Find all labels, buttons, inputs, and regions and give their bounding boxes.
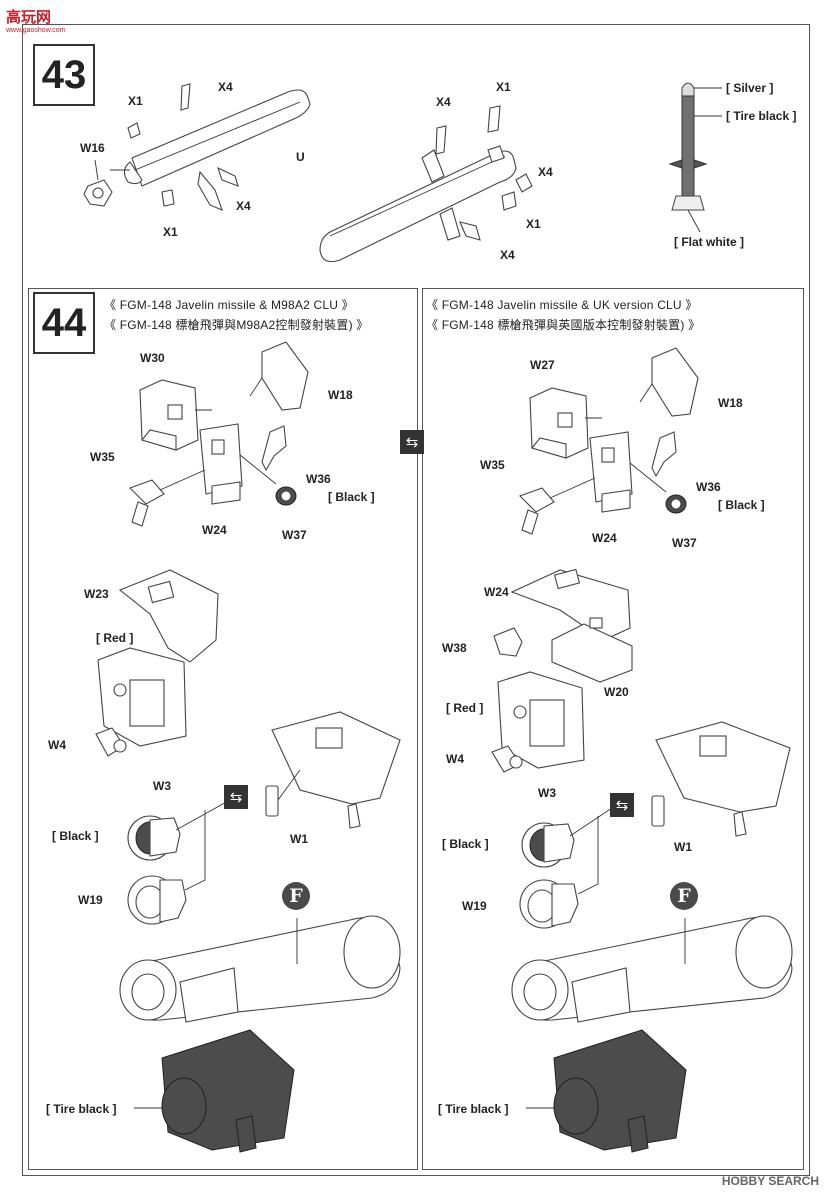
color-note-black: [ Black ]: [718, 498, 765, 512]
part-label-w4: W4: [48, 738, 66, 752]
part-label-w18: W18: [328, 388, 353, 402]
right-final-launcher: [511, 915, 793, 1153]
color-note-black: [ Black ]: [328, 490, 375, 504]
color-note-tire-black: [ Tire black ]: [726, 109, 797, 123]
part-label-x4: X4: [538, 165, 553, 179]
swap-arrows-icon: ⇆: [400, 430, 424, 454]
part-label-w24: W24: [592, 531, 617, 545]
site-logo: 高玩网 www.gaoshow.com: [6, 6, 66, 34]
missile-u-right-drawing: [319, 105, 533, 263]
assembly-marker-f: F: [670, 882, 698, 910]
part-label-w35: W35: [480, 458, 505, 472]
part-label-w36: W36: [696, 480, 721, 494]
swap-arrows-icon: ⇆: [224, 785, 248, 809]
part-label-x1: X1: [128, 94, 143, 108]
color-reference-missile: [668, 82, 722, 233]
left-title-zh: 《 FGM-148 標槍飛彈與M98A2控制發射裝置) 》: [104, 318, 369, 332]
watermark-hobby-search: HOBBY SEARCH: [721, 1174, 819, 1188]
part-label-w35: W35: [90, 450, 115, 464]
part-label-w30: W30: [140, 351, 165, 365]
step44-right-panel: [422, 288, 804, 1170]
part-label-x4: X4: [500, 248, 515, 262]
color-note-tire-black: [ Tire black ]: [46, 1102, 117, 1116]
site-logo-url: www.gaoshow.com: [6, 27, 66, 34]
part-label-w19: W19: [462, 899, 487, 913]
part-label-w38: W38: [442, 641, 467, 655]
part-label-w27: W27: [530, 358, 555, 372]
part-label-w18: W18: [718, 396, 743, 410]
color-note-black: [ Black ]: [52, 829, 99, 843]
left-final-launcher: [119, 915, 401, 1153]
part-label-w3: W3: [538, 786, 556, 800]
part-label-w1: W1: [290, 832, 308, 846]
part-label-x1: X1: [526, 217, 541, 231]
right-clu-upper-parts: [519, 347, 699, 535]
page-frame: [22, 24, 810, 1176]
part-label-w23: W23: [84, 587, 109, 601]
color-note-black: [ Black ]: [442, 837, 489, 851]
color-note-red: [ Red ]: [96, 631, 134, 645]
part-label-w1: W1: [674, 840, 692, 854]
part-label-w36: W36: [306, 472, 331, 486]
site-logo-text: 高玩网: [6, 9, 52, 26]
part-label-w37: W37: [282, 528, 307, 542]
part-label-w37: W37: [672, 536, 697, 550]
color-note-flat-white: [ Flat white ]: [674, 235, 744, 249]
left-clu-middle-parts: [95, 569, 401, 925]
left-title-en: 《 FGM-148 Javelin missile & M98A2 CLU 》: [104, 298, 354, 312]
missile-u-left-drawing: [83, 83, 311, 211]
step-44-number: 44: [33, 292, 95, 354]
part-label-x1: X1: [163, 225, 178, 239]
part-label-u: U: [296, 150, 305, 164]
step44-left-panel: [28, 288, 418, 1170]
right-clu-middle-parts: [491, 568, 791, 929]
step-43-number: 43: [33, 44, 95, 106]
swap-arrows-icon: ⇆: [610, 793, 634, 817]
part-label-x1: X1: [496, 80, 511, 94]
part-label-w16: W16: [80, 141, 105, 155]
color-note-red: [ Red ]: [446, 701, 484, 715]
part-label-w24: W24: [202, 523, 227, 537]
right-title-en: 《 FGM-148 Javelin missile & UK version C…: [426, 298, 698, 312]
color-note-tire-black: [ Tire black ]: [438, 1102, 509, 1116]
part-label-x4: X4: [436, 95, 451, 109]
assembly-marker-f: F: [282, 882, 310, 910]
part-label-w4: W4: [446, 752, 464, 766]
part-label-w24: W24: [484, 585, 509, 599]
part-label-x4: X4: [236, 199, 251, 213]
part-label-x4: X4: [218, 80, 233, 94]
right-title-zh: 《 FGM-148 標槍飛彈與英國版本控制發射裝置) 》: [426, 318, 701, 332]
part-label-w3: W3: [153, 779, 171, 793]
part-label-w19: W19: [78, 893, 103, 907]
left-clu-upper-parts: [129, 341, 309, 527]
part-label-w20: W20: [604, 685, 629, 699]
color-note-silver: [ Silver ]: [726, 81, 774, 95]
